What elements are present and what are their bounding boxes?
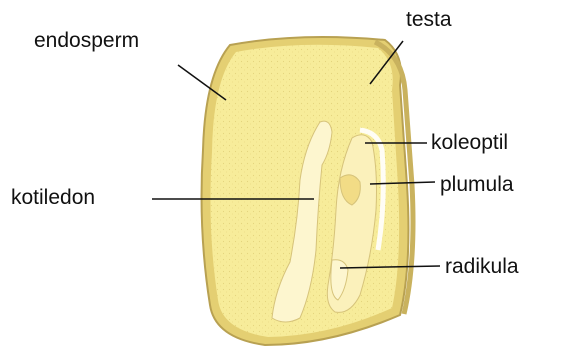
label-endosperm: endosperm	[34, 30, 139, 51]
label-plumula: plumula	[440, 174, 514, 195]
label-kotiledon: kotiledon	[11, 187, 95, 208]
label-koleoptil: koleoptil	[431, 132, 508, 153]
label-radikula: radikula	[445, 256, 519, 277]
label-testa: testa	[406, 9, 452, 30]
